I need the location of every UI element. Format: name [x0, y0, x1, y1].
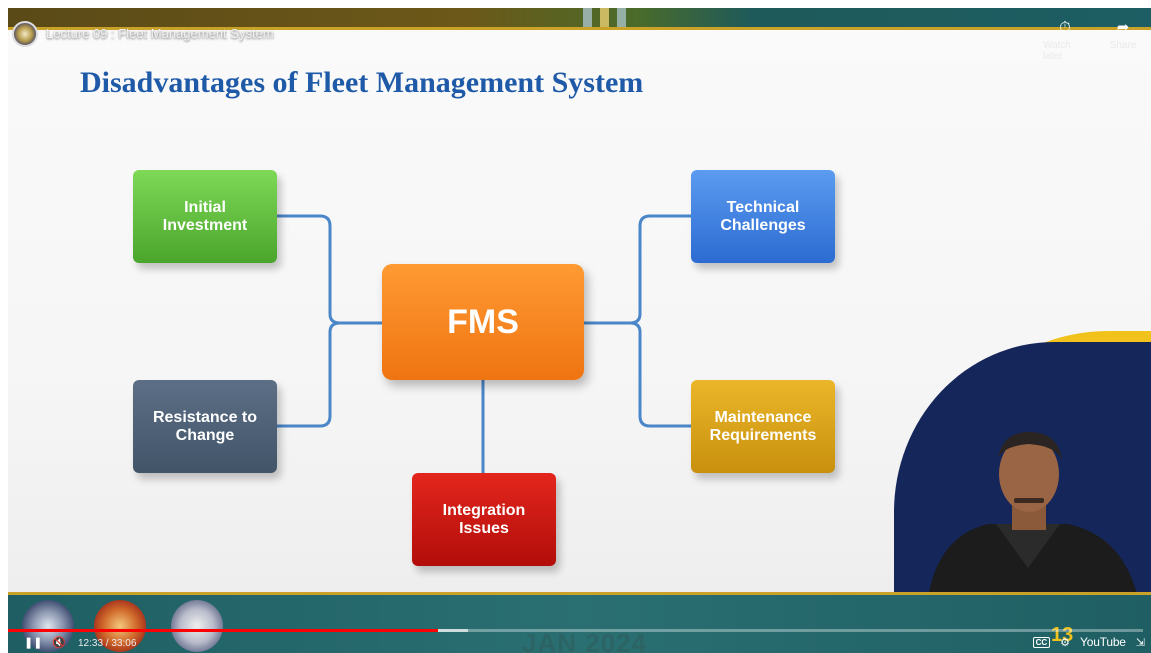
node-maintenance-requirements: Maintenance Requirements — [691, 380, 835, 473]
node-resistance-line1: Resistance to — [152, 408, 258, 426]
node-integration-line1: Integration — [442, 501, 526, 519]
node-resistance-to-change: Resistance to Change — [133, 380, 277, 473]
watch-later-button[interactable]: ⏱ Watch later — [1043, 19, 1087, 63]
slide-title: Disadvantages of Fleet Management System — [80, 66, 644, 99]
node-integration-line2: Issues — [459, 519, 509, 537]
node-initial-line1: Initial — [184, 198, 226, 216]
watch-later-label: Watch later — [1043, 40, 1071, 62]
time-display: 12:33 / 33:06 — [78, 638, 137, 649]
settings-gear-icon[interactable]: ⚙ — [1060, 636, 1071, 649]
node-integration-issues: Integration Issues — [412, 473, 556, 566]
video-title[interactable]: Lecture 09 : Fleet Management System — [46, 26, 274, 41]
node-fms-center: FMS — [382, 264, 584, 380]
institute-emblem-2 — [94, 600, 146, 652]
connector-initial — [277, 214, 382, 325]
clock-icon: ⏱ — [1059, 19, 1071, 36]
youtube-logo[interactable]: YouTube — [1080, 635, 1126, 649]
connector-maintenance — [629, 321, 691, 428]
progress-played — [8, 629, 439, 632]
mute-icon[interactable]: 🔇 — [52, 637, 66, 649]
node-initial-line2: Investment — [162, 216, 248, 234]
banner-gold-line — [8, 27, 1151, 30]
date-watermark: JAN 2024 — [522, 628, 648, 653]
node-maintenance-line2: Requirements — [709, 426, 817, 444]
node-resistance-line2: Change — [175, 426, 235, 444]
captions-icon[interactable]: CC — [1032, 636, 1051, 648]
player-controls: ❚❚ 🔇 12:33 / 33:06 CC ⚙ YouTube ⇲ — [8, 633, 1151, 653]
progress-buffered — [438, 629, 468, 632]
slide-bottom-banner: JAN 2024 13 — [8, 592, 1151, 653]
share-button[interactable]: ➦ Share — [1101, 20, 1145, 62]
institute-emblem-3 — [171, 600, 223, 652]
video-frame[interactable]: Lecture 09 : Fleet Management System ⏱ W… — [8, 8, 1151, 653]
controls-right: CC ⚙ YouTube ⇲ — [1032, 635, 1145, 649]
bottom-gold-line — [8, 592, 1151, 595]
connector-technical — [584, 214, 691, 325]
node-technical-line1: Technical — [726, 198, 800, 216]
exit-fullscreen-icon[interactable]: ⇲ — [1135, 636, 1145, 649]
slide-top-banner — [8, 8, 1151, 30]
progress-bar[interactable] — [8, 629, 1143, 632]
pause-icon[interactable]: ❚❚ — [24, 637, 43, 649]
connector-resistance — [277, 321, 341, 428]
top-actions: ⏱ Watch later ➦ Share — [1043, 19, 1145, 63]
slide-number: 13 — [1051, 624, 1074, 646]
presenter-video — [928, 432, 1138, 598]
share-arrow-icon: ➦ — [1116, 19, 1130, 36]
node-technical-line2: Challenges — [720, 216, 806, 234]
node-maintenance-line1: Maintenance — [714, 408, 812, 426]
share-label: Share — [1109, 40, 1137, 51]
node-initial-investment: Initial Investment — [133, 170, 277, 263]
node-technical-challenges: Technical Challenges — [691, 170, 835, 263]
mindmap-connectors — [277, 214, 691, 473]
institute-emblem-1 — [22, 600, 74, 652]
banner-stripes — [583, 8, 626, 30]
channel-avatar[interactable] — [12, 21, 38, 47]
